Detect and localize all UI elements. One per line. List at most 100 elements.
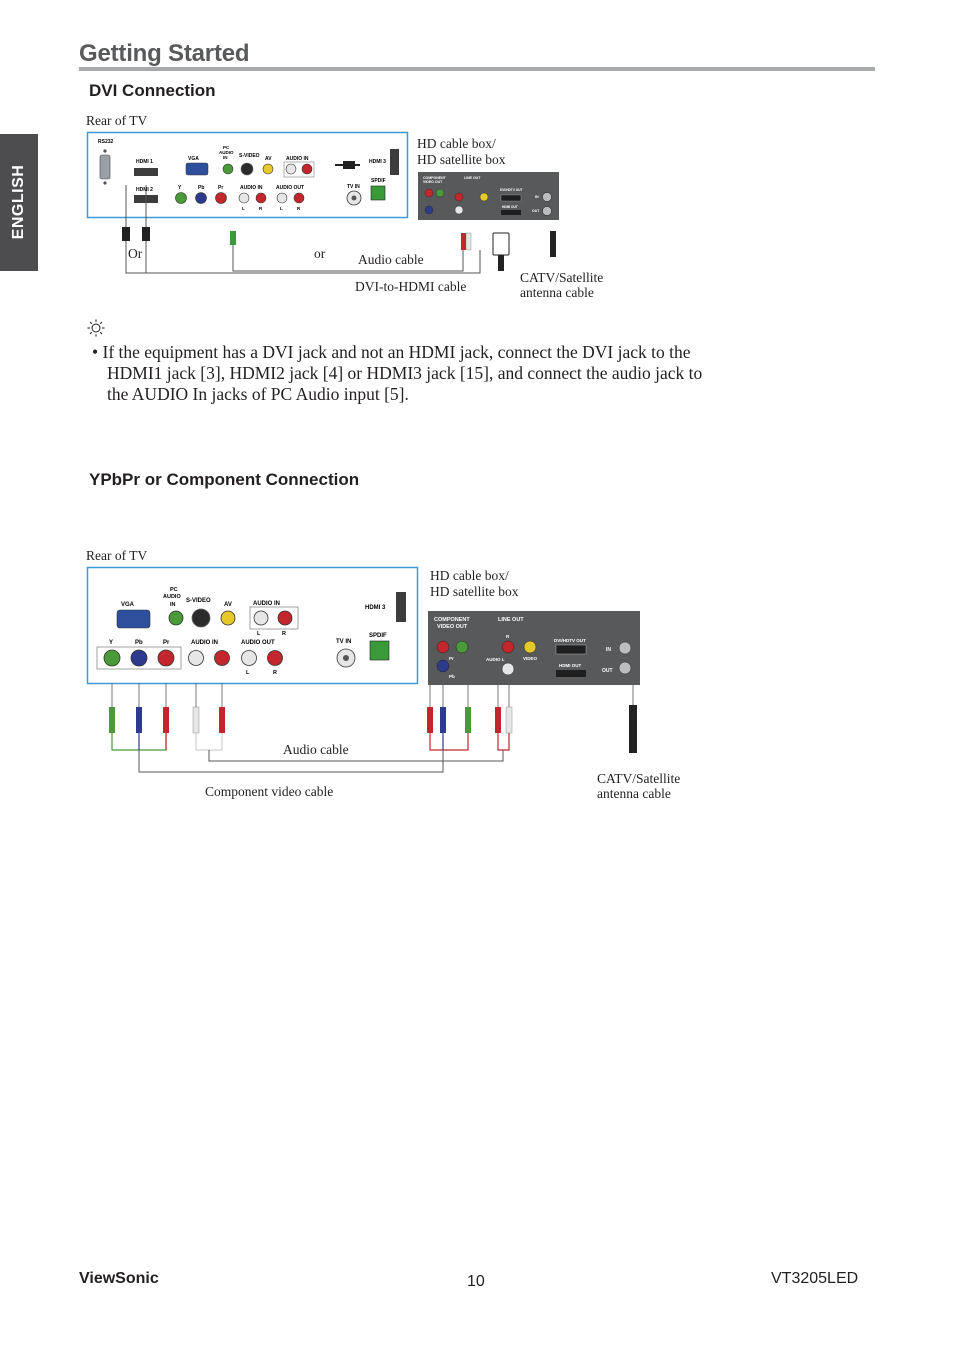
spdif-port (370, 185, 386, 201)
av-jack (262, 163, 274, 175)
svg-text:R: R (273, 670, 277, 676)
rs232-port (99, 154, 111, 180)
svg-text:DVI/HDTV OUT: DVI/HDTV OUT (500, 188, 523, 192)
comp-vga-port (116, 609, 151, 629)
dvi-tv-port-label: TV IN (347, 184, 360, 190)
comp-av-jack (220, 610, 236, 626)
dvi-rear-of-tv-label: Rear of TV (86, 113, 148, 128)
dvi-tv-port-label: Pr (218, 185, 223, 191)
comp-audio-in-l-jack (188, 650, 204, 666)
svg-text:OUT: OUT (532, 209, 540, 213)
dvi-tv-port-label: PC (223, 145, 230, 150)
comp-audio-out-r-jack (267, 650, 283, 666)
dvi-catv-label-line2: antenna cable (520, 285, 594, 300)
comp-tv-port-label: SPDIF (369, 633, 387, 639)
comp-box-label-line1: HD cable box/ (430, 568, 509, 583)
comp-tv-port-label: AUDIO OUT (241, 640, 275, 646)
dvi-tv-port-label: HDMI 2 (136, 187, 153, 193)
dvi-tv-port-label: AV (265, 156, 272, 162)
dvi-tv-port-label: SPDIF (371, 178, 386, 184)
svg-text:Pb: Pb (449, 674, 455, 679)
comp-hdmi3-port (396, 592, 406, 622)
svg-text:R: R (297, 206, 301, 211)
comp-tv-port-label: Pr (163, 640, 170, 646)
comp-tv-port-label: AUDIO IN (191, 640, 218, 646)
comp-audio-in-r-top-jack (277, 610, 293, 626)
svg-text:L: L (242, 206, 245, 211)
comp-pc-audio-in-jack (168, 610, 184, 626)
dvi-tv-port-label: AUDIO OUT (276, 185, 304, 191)
svg-text:COMPONENT: COMPONENT (423, 176, 447, 180)
comp-tv-port-label: Pb (135, 640, 143, 646)
component-section-heading: YPbPr or Component Connection (89, 470, 360, 489)
dvi-tv-port-label: VGA (188, 156, 199, 162)
comp-tv-port-label: HDMI 3 (365, 605, 386, 611)
svg-text:HDMI OUT: HDMI OUT (559, 663, 581, 668)
comp-audio-in-r-jack (255, 192, 267, 204)
comp-tv-port-label: TV IN (336, 639, 351, 645)
dvi-tv-port-label: AUDIO IN (286, 156, 309, 162)
dvi-connection-diagram: RS232 HDMI 1 HDMI 2 VGA PC AUDIO IN S-VI… (86, 131, 559, 274)
svg-text:R: R (259, 206, 263, 211)
comp-pr-jack (157, 649, 175, 667)
svg-text:R: R (506, 634, 510, 639)
dvi-to-hdmi-cable-label: DVI-to-HDMI cable (355, 279, 467, 294)
dvi-tv-port-label: S-VIDEO (239, 153, 260, 159)
language-side-tab: ENGLISH (0, 134, 38, 271)
y-jack (175, 192, 187, 204)
dvi-box-label-line2: HD satellite box (417, 152, 506, 167)
dvi-tv-port-label: Pb (198, 185, 204, 191)
audio-in-r-jack (301, 163, 313, 175)
svg-text:DVI/HDTV OUT: DVI/HDTV OUT (554, 638, 586, 643)
comp-audio-in-r-jack (214, 650, 230, 666)
dvi-tv-port-label: HDMI 1 (136, 159, 153, 165)
comp-component-cable-label: Component video cable (205, 784, 334, 799)
dvi-tv-port-label: AUDIO IN (240, 185, 263, 191)
comp-audio-cable-label: Audio cable (283, 742, 349, 757)
comp-tv-port-label: PC (170, 587, 178, 593)
dvi-tv-port-label: AUDIO (219, 150, 234, 155)
comp-audio-in-l-jack (238, 192, 250, 204)
svg-text:R: R (282, 631, 286, 637)
vga-port (185, 162, 209, 176)
dvi-audio-cable-label: Audio cable (358, 252, 424, 267)
component-connection-diagram: VGA PC AUDIO IN S-VIDEO AV AUDIO IN L R … (86, 566, 640, 773)
tip-line-3: the AUDIO In jacks of PC Audio input [5]… (107, 384, 409, 404)
svg-text:Pr: Pr (449, 656, 454, 661)
comp-audio-in-l-top-jack (253, 610, 269, 626)
dvi-tv-port-label: Y (178, 185, 182, 191)
comp-tv-port-label: IN (170, 602, 176, 608)
svg-text:VIDEO OUT: VIDEO OUT (437, 624, 468, 630)
comp-catv-label-line1: CATV/Satellite (597, 771, 681, 786)
dvi-section-heading: DVI Connection (89, 81, 216, 100)
svg-text:VIDEO OUT: VIDEO OUT (423, 180, 443, 184)
pc-audio-in-jack (222, 163, 234, 175)
pr-jack (215, 192, 227, 204)
comp-tv-port-label: AV (224, 602, 232, 608)
svg-text:AUDIO L: AUDIO L (486, 657, 505, 662)
comp-s-video-jack (191, 608, 211, 628)
dvi-box-label-line1: HD cable box/ (417, 136, 496, 151)
audio-out-r-jack (293, 192, 305, 204)
svg-text:COMPONENT: COMPONENT (434, 617, 470, 623)
dvi-or-label-1: Or (128, 246, 143, 261)
comp-tv-port-label: Y (109, 640, 113, 646)
svg-text:HDMI OUT: HDMI OUT (502, 205, 518, 209)
comp-audio-out-l-jack (241, 650, 257, 666)
comp-box-side-plugs (427, 705, 637, 753)
dvi-tv-port-label: RS232 (98, 139, 114, 145)
svg-text:OUT: OUT (602, 668, 613, 674)
comp-tv-side-plugs (109, 706, 225, 734)
svg-text:VIDEO: VIDEO (523, 656, 538, 661)
title-rule (79, 67, 875, 71)
hdmi1-port (134, 168, 158, 176)
comp-catv-label-line2: antenna cable (597, 786, 671, 801)
comp-box-label-line2: HD satellite box (430, 584, 519, 599)
svg-text:IN: IN (535, 195, 539, 199)
footer-brand: ViewSonic (79, 1270, 159, 1287)
comp-tv-port-label: S-VIDEO (186, 598, 211, 604)
footer-page-number: 10 (467, 1273, 485, 1290)
audio-in-l-jack (285, 163, 297, 175)
pb-jack (195, 192, 207, 204)
svg-text:L: L (257, 631, 261, 637)
